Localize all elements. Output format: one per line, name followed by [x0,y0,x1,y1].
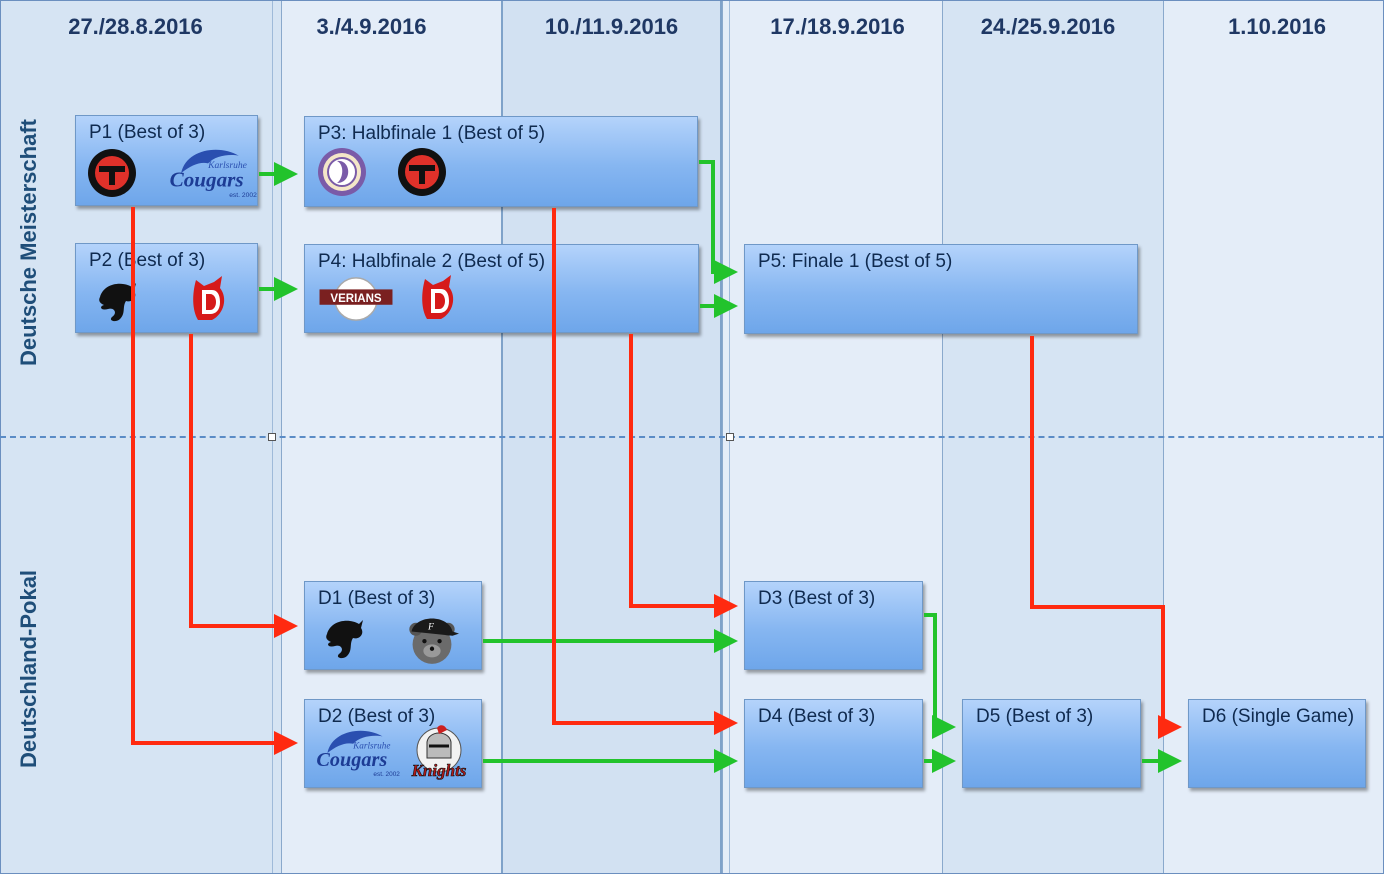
knights-logo-icon: Knights [410,725,467,780]
cougars-logo-icon: Karlsruhe Cougars est. 2002 [170,149,257,199]
node-title: P4: Halbfinale 2 (Best of 5) [318,251,546,272]
node-d5[interactable]: D5 (Best of 3) [962,699,1141,788]
node-d1[interactable]: D1 (Best of 3) F [304,581,482,670]
devils-logo-icon [193,276,225,320]
knights-text: Knights [411,761,467,780]
tornados-logo-icon [88,149,136,197]
date-header: 1.10.2016 [1228,14,1326,39]
date-header: 3./4.9.2016 [316,14,427,39]
node-p3[interactable]: P3: Halbfinale 1 (Best of 5) [304,116,698,207]
node-d6[interactable]: D6 (Single Game) [1188,699,1366,788]
winner-arrow [699,160,738,284]
node-p4[interactable]: P4: Halbfinale 2 (Best of 5) VERIANS [304,244,699,333]
node-title: P3: Halbfinale 1 (Best of 5) [318,123,546,144]
dragons-logo-icon [318,148,366,196]
node-d2[interactable]: D2 (Best of 3) Karlsruhe Cougars est. 20… [304,699,482,788]
loser-arrow [1030,336,1182,739]
node-title: P1 (Best of 3) [89,122,206,143]
node-d4[interactable]: D4 (Best of 3) [744,699,923,788]
node-title: D5 (Best of 3) [976,706,1094,727]
bear-cap-text: F [427,621,435,632]
date-header: 17./18.9.2016 [770,14,905,39]
winner-arrow [924,613,956,739]
node-p5[interactable]: P5: Finale 1 (Best of 5) [744,244,1138,334]
loser-arrow [189,334,298,638]
cougars-sub-text: est. 2002 [229,192,257,199]
horse-logo-icon [99,283,136,322]
node-d3[interactable]: D3 (Best of 3) [744,581,923,670]
tornados-logo-icon [398,148,446,196]
cougars-sub-text: est. 2002 [373,771,400,778]
bear-logo-icon: F [409,618,459,664]
node-title: P2 (Best of 3) [89,250,206,271]
cougars-top-text: Karlsruhe [207,160,248,171]
verians-text: VERIANS [330,293,382,305]
node-p2[interactable]: P2 (Best of 3) [75,243,258,333]
date-header: 27./28.8.2016 [68,14,203,39]
date-header: 24./25.9.2016 [980,14,1116,39]
cougars-top-text: Karlsruhe [352,740,390,750]
node-title: D6 (Single Game) [1202,706,1355,727]
node-title: P5: Finale 1 (Best of 5) [758,251,953,272]
node-title: D1 (Best of 3) [318,588,436,609]
horse-logo-icon [326,620,363,659]
loser-arrow [131,207,298,755]
loser-arrow [552,208,738,735]
node-p1[interactable]: P1 (Best of 3) Karlsruhe Cougars est. 20… [75,115,258,206]
section-divider [0,436,1384,438]
divider-handle[interactable] [726,433,734,441]
cougars-logo-icon: Karlsruhe Cougars est. 2002 [316,730,400,778]
date-header: 10./11.9.2016 [544,14,679,39]
cougars-main-text: Cougars [170,167,244,191]
node-title: D2 (Best of 3) [318,706,436,727]
loser-arrow [629,334,738,618]
node-title: D4 (Best of 3) [758,706,876,727]
node-title: D3 (Best of 3) [758,588,876,609]
cougars-main-text: Cougars [316,749,387,771]
devils-logo-icon [422,275,454,319]
verians-logo-icon: VERIANS [319,277,393,321]
divider-handle[interactable] [268,433,276,441]
